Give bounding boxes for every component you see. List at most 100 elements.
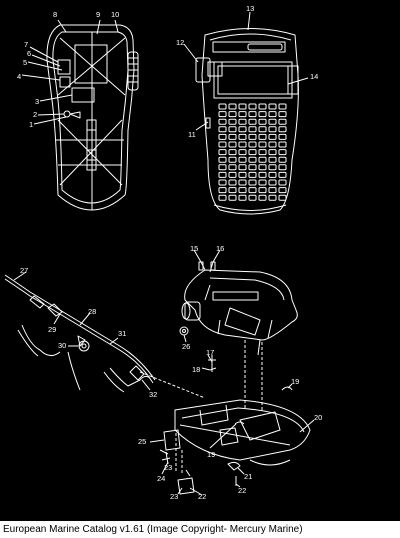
keypad-key bbox=[268, 118, 277, 125]
keypad-key bbox=[258, 126, 267, 133]
keypad-key bbox=[278, 187, 287, 194]
keypad-key bbox=[258, 171, 267, 178]
callout-label: 21 bbox=[244, 472, 252, 481]
callout-label: 15 bbox=[190, 244, 198, 253]
keypad-key bbox=[278, 141, 287, 148]
keypad-key bbox=[248, 103, 257, 110]
callout-label: 22 bbox=[198, 492, 206, 501]
callout-label: 16 bbox=[216, 244, 224, 253]
keypad-key bbox=[278, 118, 287, 125]
keypad-key bbox=[228, 194, 237, 201]
keypad-key bbox=[238, 164, 247, 171]
keypad-key bbox=[248, 133, 257, 140]
callout-label: 14 bbox=[310, 72, 318, 81]
keypad-key bbox=[228, 133, 237, 140]
keypad-key bbox=[258, 111, 267, 118]
callout-label: 12 bbox=[176, 38, 184, 47]
keypad-key bbox=[228, 149, 237, 156]
keypad-key bbox=[218, 194, 227, 201]
keypad-key bbox=[248, 187, 257, 194]
cable-harness bbox=[4, 274, 156, 393]
keypad-key bbox=[218, 156, 227, 163]
keypad-key bbox=[258, 164, 267, 171]
keypad-key bbox=[228, 126, 237, 133]
hardware-parts bbox=[159, 326, 293, 495]
callout-label: 10 bbox=[111, 10, 119, 19]
keypad-key bbox=[268, 133, 277, 140]
keypad-key bbox=[278, 194, 287, 201]
keypad-key bbox=[238, 133, 247, 140]
callout-label: 31 bbox=[118, 329, 126, 338]
keypad-key bbox=[238, 103, 247, 110]
keypad-key bbox=[248, 149, 257, 156]
callout-label: 13 bbox=[246, 4, 254, 13]
callout-label: 23 bbox=[170, 492, 178, 501]
keypad-key bbox=[228, 103, 237, 110]
callout-label: 28 bbox=[88, 307, 96, 316]
callout-label: 8 bbox=[53, 10, 57, 19]
keypad-key bbox=[238, 118, 247, 125]
callout-label: 32 bbox=[149, 390, 157, 399]
keypad-key bbox=[218, 179, 227, 186]
leader-lines-harness bbox=[13, 271, 151, 391]
keypad-key bbox=[238, 111, 247, 118]
keypad-key bbox=[268, 111, 277, 118]
keypad-key bbox=[218, 171, 227, 178]
keypad-key bbox=[228, 111, 237, 118]
keypad-key bbox=[248, 118, 257, 125]
keypad-key bbox=[218, 118, 227, 125]
keypad-key bbox=[238, 141, 247, 148]
callout-label: 18 bbox=[192, 365, 200, 374]
keypad-key bbox=[278, 126, 287, 133]
leader-lines-lower-right bbox=[149, 249, 315, 496]
keypad-key bbox=[248, 194, 257, 201]
callout-label: 3 bbox=[35, 97, 39, 106]
keypad-key bbox=[258, 118, 267, 125]
callout-label: 29 bbox=[48, 325, 56, 334]
callout-label: 5 bbox=[23, 58, 27, 67]
keypad-key bbox=[248, 171, 257, 178]
keypad-key bbox=[248, 111, 257, 118]
keypad-key bbox=[228, 141, 237, 148]
keypad-key bbox=[248, 164, 257, 171]
exploded-parts-diagram: 8 9 10 7 6 5 4 3 2 1 13 12 14 11 27 15 1… bbox=[4, 4, 322, 501]
callout-label: 7 bbox=[24, 40, 28, 49]
callout-label: 19 bbox=[291, 377, 299, 386]
callout-labels: 8 9 10 7 6 5 4 3 2 1 13 12 14 11 27 15 1… bbox=[17, 4, 322, 501]
keypad-key bbox=[238, 126, 247, 133]
keypad-key bbox=[218, 164, 227, 171]
callout-label: 26 bbox=[182, 342, 190, 351]
keypad-key bbox=[278, 149, 287, 156]
keypad-key bbox=[218, 187, 227, 194]
handset-back-view bbox=[46, 24, 139, 211]
callout-label: 11 bbox=[188, 130, 196, 139]
keypad-key bbox=[268, 164, 277, 171]
keypad-key bbox=[238, 149, 247, 156]
keypad-key bbox=[248, 126, 257, 133]
keypad-key bbox=[268, 156, 277, 163]
keypad-key bbox=[258, 187, 267, 194]
copyright-caption: European Marine Catalog v1.61 (Image Cop… bbox=[3, 524, 303, 535]
callout-label: 24 bbox=[157, 474, 165, 483]
keypad-key bbox=[258, 133, 267, 140]
keypad-key bbox=[228, 156, 237, 163]
mounting-base bbox=[174, 399, 311, 466]
keypad-key bbox=[238, 194, 247, 201]
keypad-key bbox=[268, 126, 277, 133]
keypad-key bbox=[278, 164, 287, 171]
keypad-key bbox=[268, 194, 277, 201]
keypad-key bbox=[218, 141, 227, 148]
keypad-key bbox=[248, 179, 257, 186]
keypad-key bbox=[248, 156, 257, 163]
keypad-key bbox=[258, 179, 267, 186]
caption-bar: European Marine Catalog v1.61 (Image Cop… bbox=[0, 521, 400, 538]
keypad-key bbox=[258, 149, 267, 156]
keypad-key bbox=[228, 118, 237, 125]
callout-label: 1 bbox=[29, 120, 33, 129]
keypad-key bbox=[228, 171, 237, 178]
keypad-key bbox=[268, 179, 277, 186]
keypad-key bbox=[258, 141, 267, 148]
keypad-key bbox=[278, 171, 287, 178]
leader-lines-upper-left bbox=[21, 19, 119, 125]
keypad-key bbox=[238, 171, 247, 178]
